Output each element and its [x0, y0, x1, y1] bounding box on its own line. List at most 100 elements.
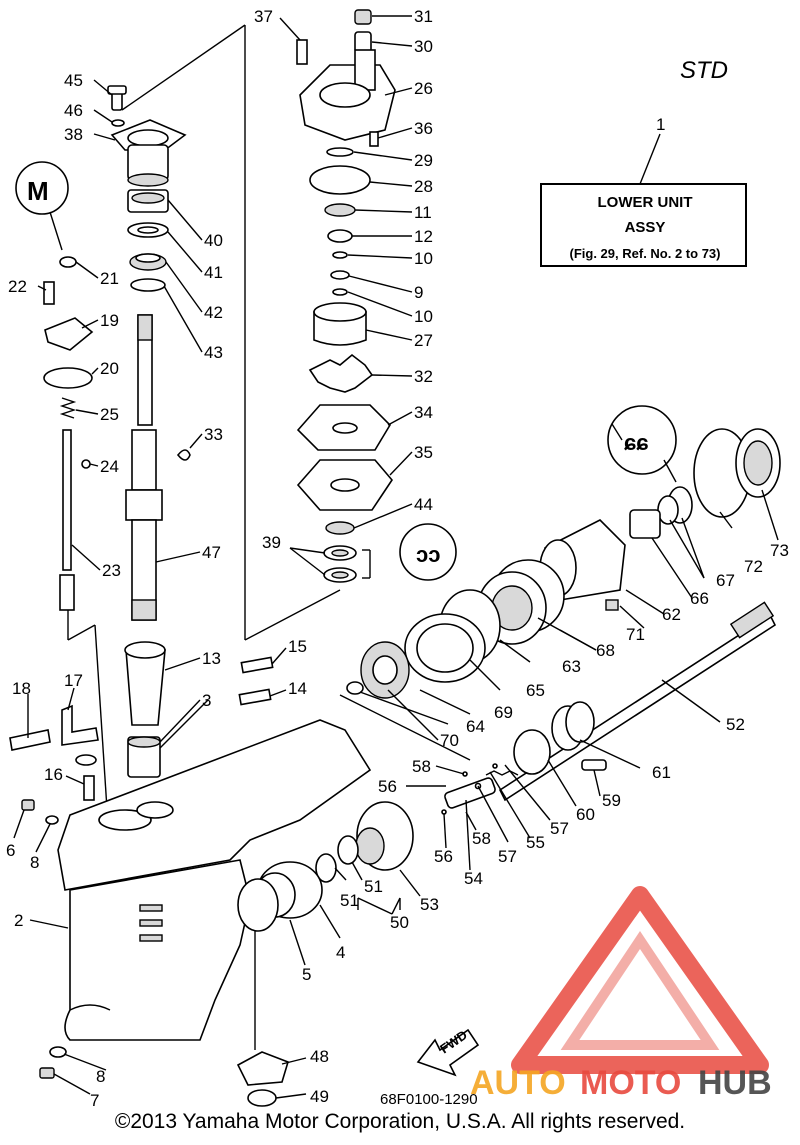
callout-1: 1	[656, 115, 665, 134]
callout-57-upper: 57	[550, 819, 569, 838]
callout-8-lower: 8	[96, 1067, 105, 1086]
callout-29: 29	[414, 151, 433, 170]
callout-14: 14	[288, 679, 307, 698]
callout-38: 38	[64, 125, 83, 144]
callout-53: 53	[420, 895, 439, 914]
callout-72: 72	[744, 557, 763, 576]
callout-11: 11	[414, 203, 432, 222]
callout-28: 28	[414, 177, 433, 196]
watermark-logo	[511, 886, 769, 1074]
callout-39: 39	[262, 533, 281, 552]
propeller-shaft-assembly: ɕɕ	[315, 405, 781, 883]
leader-lines	[13, 15, 779, 1099]
callout-49: 49	[310, 1087, 329, 1106]
callout-31: 31	[414, 7, 433, 26]
callout-51-right: 51	[364, 877, 383, 896]
callout-33: 33	[204, 425, 223, 444]
callout-54: 54	[464, 869, 483, 888]
callout-17: 17	[64, 671, 83, 690]
callout-19: 19	[100, 311, 119, 330]
assy-box-line2: ASSY	[625, 219, 666, 236]
callout-5: 5	[302, 965, 311, 984]
shift-rod-assembly: M	[15, 161, 94, 611]
callout-25: 25	[100, 405, 119, 424]
callout-59: 59	[602, 791, 621, 810]
fwd-arrow: FWD	[416, 1027, 480, 1077]
callout-57-lower: 57	[498, 847, 517, 866]
callout-47: 47	[202, 543, 221, 562]
callout-71: 71	[626, 625, 645, 644]
callout-41: 41	[204, 263, 223, 282]
callout-70: 70	[440, 731, 459, 750]
watermark-part3: HUB	[698, 1064, 772, 1102]
callout-2: 2	[14, 911, 23, 930]
callout-24: 24	[100, 457, 119, 476]
callout-46: 46	[64, 101, 83, 120]
drive-shaft-stack	[107, 85, 191, 778]
callout-6: 6	[6, 841, 15, 860]
callout-63: 63	[562, 657, 581, 676]
callout-45: 45	[64, 71, 83, 90]
callout-22: 22	[8, 277, 27, 296]
callout-67: 67	[716, 571, 735, 590]
callout-37: 37	[254, 7, 273, 26]
callout-48: 48	[310, 1047, 329, 1066]
callout-10-lower: 10	[414, 307, 433, 326]
callout-66: 66	[690, 589, 709, 608]
callout-12: 12	[414, 227, 433, 246]
callout-68: 68	[596, 641, 615, 660]
callout-4: 4	[336, 943, 345, 962]
copyright-notice: ©2013 Yamaha Motor Corporation, U.S.A. A…	[114, 1110, 686, 1133]
water-pump-stack: ɔɔ	[296, 9, 457, 583]
callout-32: 32	[414, 367, 433, 386]
callout-36: 36	[414, 119, 433, 138]
callout-40: 40	[204, 231, 223, 250]
assy-box-line1: LOWER UNIT	[598, 194, 693, 211]
callout-62: 62	[662, 605, 681, 624]
callout-27: 27	[414, 331, 433, 350]
callout-9: 9	[414, 283, 423, 302]
callout-65: 65	[526, 681, 545, 700]
callout-21: 21	[100, 269, 119, 288]
lower-case-housing	[9, 656, 372, 1107]
std-label: STD	[680, 57, 728, 84]
callout-69: 69	[494, 703, 513, 722]
callout-16: 16	[44, 765, 63, 784]
callout-15: 15	[288, 637, 307, 656]
callout-64: 64	[466, 717, 485, 736]
callout-55: 55	[526, 833, 545, 852]
watermark-part1: AUTO	[470, 1064, 566, 1102]
callout-30: 30	[414, 37, 433, 56]
callout-35: 35	[414, 443, 433, 462]
callout-43: 43	[204, 343, 223, 362]
watermark-text: AUTO MOTO HUB	[470, 1064, 772, 1102]
callout-52: 52	[726, 715, 745, 734]
callout-7: 7	[90, 1091, 99, 1110]
assy-box-line3: (Fig. 29, Ref. No. 2 to 73)	[570, 246, 721, 261]
svg-text:ɕɕ: ɕɕ	[624, 430, 648, 455]
callout-58-upper: 58	[412, 757, 431, 776]
callout-26: 26	[414, 79, 433, 98]
callout-73: 73	[770, 541, 789, 560]
callout-42: 42	[204, 303, 223, 322]
callout-50: 50	[390, 913, 409, 932]
callouts: 31 30 37 26 36 29 28 11 12 10 9 10 27 32…	[6, 7, 789, 1110]
callout-56-lower: 56	[434, 847, 453, 866]
svg-text:M: M	[27, 176, 49, 206]
callout-8-upper: 8	[30, 853, 39, 872]
callout-18: 18	[12, 679, 31, 698]
callout-23: 23	[102, 561, 121, 580]
callout-60: 60	[576, 805, 595, 824]
callout-10-upper: 10	[414, 249, 433, 268]
drawing-code: 68F0100-1290	[380, 1091, 478, 1108]
callout-56-upper: 56	[378, 777, 397, 796]
callout-51-left: 51	[340, 891, 359, 910]
callout-34: 34	[414, 403, 433, 422]
watermark-part2: MOTO	[580, 1064, 681, 1102]
callout-20: 20	[100, 359, 119, 378]
callout-58-lower: 58	[472, 829, 491, 848]
svg-text:ɔɔ: ɔɔ	[416, 542, 440, 567]
callout-13: 13	[202, 649, 221, 668]
callout-44: 44	[414, 495, 433, 514]
